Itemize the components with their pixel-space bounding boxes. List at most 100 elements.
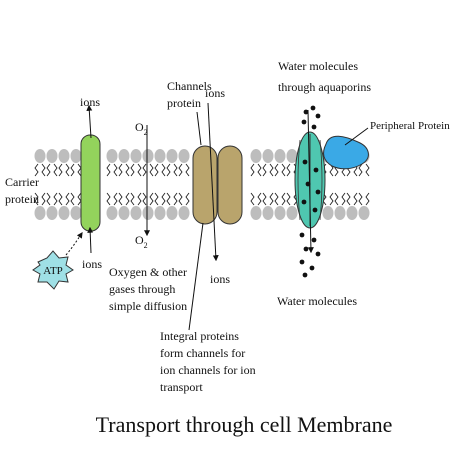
carrier-protein-label-line2: protein	[5, 192, 39, 206]
lipid-tail	[358, 192, 370, 206]
lipid-tail	[250, 163, 262, 177]
oxygen-gases-label-line2: gases through	[109, 282, 175, 296]
lipid-tail	[106, 192, 118, 206]
lipid-head	[334, 206, 346, 220]
lipid-tail	[34, 163, 46, 177]
lipid-head	[46, 206, 58, 220]
lipid-head	[58, 206, 70, 220]
channels-protein-label-line1: Channels	[167, 79, 212, 93]
lipid-tail	[130, 163, 142, 177]
lipid-head	[250, 206, 262, 220]
lipid-tail	[262, 163, 274, 177]
lipid-head	[130, 206, 142, 220]
arrow-aquaporin-water	[307, 109, 314, 254]
lipid-head	[358, 206, 370, 220]
lipid-tail	[274, 163, 286, 177]
integral-proteins-label-line4: transport	[160, 380, 203, 394]
lipid-tail	[34, 192, 46, 206]
lipid-head	[262, 206, 274, 220]
water-molecule-dot	[301, 119, 307, 125]
lipid-head	[106, 206, 118, 220]
water-molecule-dot	[301, 199, 307, 205]
lipid-head	[118, 206, 130, 220]
integral-proteins-label-line1: Integral proteins	[160, 329, 239, 343]
ions-top-left-label: ions	[80, 95, 100, 109]
arrow-atp	[65, 232, 83, 256]
aquaporin-label-line2: through aquaporins	[278, 80, 371, 94]
lipid-head	[154, 149, 166, 163]
lipid-head	[166, 206, 178, 220]
water-molecule-dot	[312, 207, 318, 213]
water-molecule-dot	[303, 246, 309, 252]
lipid-tail	[58, 192, 70, 206]
lipid-head	[178, 149, 190, 163]
lipid-tail	[46, 192, 58, 206]
pointer-integral-proteins	[188, 222, 204, 331]
water-molecule-dot	[299, 232, 305, 238]
lipid-tail	[166, 192, 178, 206]
lipid-head	[58, 149, 70, 163]
oxygen-top-label: O2	[135, 120, 148, 137]
lipid-head	[70, 206, 82, 220]
lipid-head	[262, 149, 274, 163]
lipid-tail	[130, 192, 142, 206]
ions-channel-top-label: ions	[205, 86, 225, 100]
lipid-head	[130, 149, 142, 163]
lipid-tail	[262, 192, 274, 206]
arrows	[65, 102, 369, 331]
lipid-head	[322, 206, 334, 220]
arrow-channel-ions	[207, 102, 219, 262]
carrier-protein-label-line1: Carrier	[5, 175, 39, 189]
atp-label: ATP	[43, 265, 63, 277]
lipid-tail	[346, 192, 358, 206]
water-molecules-label: Water molecules	[277, 294, 357, 308]
lipid-tail	[106, 163, 118, 177]
lipid-tail	[274, 192, 286, 206]
water-molecule-dot	[310, 105, 316, 111]
lipid-head	[106, 149, 118, 163]
lipid-tail	[118, 163, 130, 177]
lipid-head	[274, 206, 286, 220]
water-molecule-dot	[299, 259, 305, 265]
lipid-tail	[250, 192, 262, 206]
water-molecule-dot	[311, 237, 317, 243]
lipid-head	[178, 206, 190, 220]
lipid-head	[142, 149, 154, 163]
atp-burst	[32, 250, 74, 290]
lipid-head	[286, 206, 298, 220]
oxygen-bottom-label: O2	[135, 233, 148, 250]
peripheral-protein	[323, 135, 369, 170]
peripheral-protein-label: Peripheral Protein	[370, 120, 450, 132]
lipid-head	[70, 149, 82, 163]
oxygen-gases-label-line1: Oxygen & other	[109, 265, 187, 279]
lipid-tail	[46, 163, 58, 177]
pointer-channels-protein	[196, 111, 202, 146]
lipid-tail	[118, 192, 130, 206]
water-molecule-dot	[311, 124, 317, 130]
channel-protein	[192, 145, 243, 225]
lipid-head	[34, 149, 46, 163]
water-molecule-dot	[315, 113, 321, 119]
channels-protein-label-line2: protein	[167, 96, 201, 110]
ions-channel-bottom-label: ions	[210, 272, 230, 286]
carrier-protein	[80, 134, 101, 232]
lipid-tail	[154, 163, 166, 177]
water-molecule-dot	[315, 251, 321, 257]
water-molecule-dot	[313, 167, 319, 173]
integral-proteins-label-line3: ion channels for ion	[160, 363, 256, 377]
lipid-tail	[154, 192, 166, 206]
lipid-tail	[358, 163, 370, 177]
lipid-head	[286, 149, 298, 163]
lipid-tail	[178, 192, 190, 206]
lipid-tail	[334, 192, 346, 206]
lipid-tail	[58, 163, 70, 177]
lipid-head	[46, 149, 58, 163]
water-molecule-dot	[302, 272, 308, 278]
arrow-carrier-ions-out	[86, 104, 93, 139]
lipid-head	[34, 206, 46, 220]
lipid-head	[142, 206, 154, 220]
lipid-head	[346, 206, 358, 220]
lipid-head	[154, 206, 166, 220]
water-molecule-dot	[315, 189, 321, 195]
